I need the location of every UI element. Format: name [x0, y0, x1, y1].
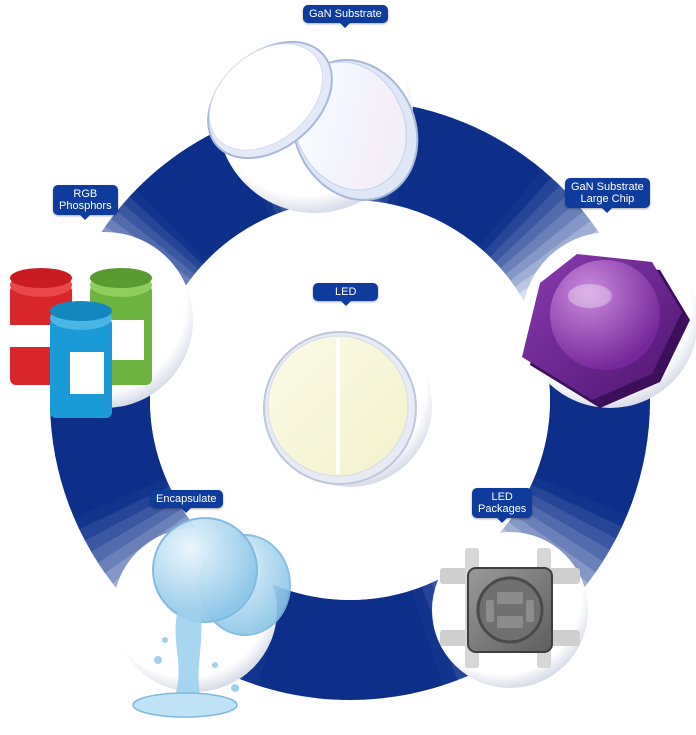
wafer-icon	[207, 40, 419, 202]
ring-segment-slice	[359, 598, 382, 700]
ring-segment-slice	[410, 586, 458, 686]
ring-segment-slice	[425, 121, 475, 219]
ring-segment-slice	[410, 113, 454, 213]
ring-segment-slice	[513, 507, 604, 574]
ring-segment-slice	[157, 163, 228, 247]
ring-segment-slice	[478, 169, 553, 253]
ring-segment-slice	[500, 202, 585, 276]
hexagon-chip-icon	[522, 254, 690, 408]
ring-segment-slice	[110, 209, 196, 280]
ring-segment-slice	[149, 169, 223, 251]
ring-segment-slice	[459, 148, 526, 238]
ring-segment-slice	[172, 151, 238, 239]
ring-segment-slice	[549, 408, 650, 428]
ring-segment-slice	[489, 185, 570, 264]
ring-segment-slice	[400, 590, 443, 691]
ring-segment-slice	[369, 597, 397, 699]
ring-segment-slice	[317, 598, 340, 700]
ring-segment-slice	[505, 211, 592, 282]
ring-segment-slice	[518, 500, 610, 563]
ring-segment-slice	[542, 443, 643, 480]
liquid-pour-icon	[132, 517, 291, 718]
ring-segment-slice	[301, 597, 330, 699]
ring-segment-slice	[78, 485, 174, 541]
ring-segment-slice	[60, 453, 161, 494]
ring-segment-slice	[255, 589, 299, 690]
encapsulate-node	[113, 517, 291, 718]
ring-segment-slice	[136, 181, 213, 260]
ring-segment-slice	[439, 131, 496, 226]
ring-segment-slice	[380, 595, 413, 697]
ring-segment-slice	[53, 428, 154, 457]
ring-segment-slice	[142, 175, 218, 256]
ring-segment-slice	[446, 136, 506, 230]
blue-jar	[50, 301, 112, 418]
ring-segment-slice	[548, 417, 649, 441]
ring-segment-slice	[452, 142, 516, 234]
ring-segment-slice	[530, 476, 628, 529]
label-gan-substrate: GaN Substrate	[303, 5, 388, 28]
ring-segment-slice	[495, 193, 577, 270]
phosphor-jars-icon	[10, 268, 152, 418]
rgb-phosphors-node	[10, 232, 193, 418]
ring-segment-slice	[417, 117, 464, 216]
label-led-packages: LED Packages	[472, 488, 533, 523]
ring-segment-slice	[196, 136, 254, 229]
ring-segment-slice	[64, 461, 163, 506]
label-encapsulate: Encapsulate	[150, 490, 223, 513]
ring-segment-slice	[116, 202, 200, 275]
ring-segment-slice	[522, 492, 617, 552]
ring-segment-slice	[180, 146, 243, 236]
ring-segment-slice	[73, 477, 170, 530]
ring-segment-slice	[402, 110, 443, 210]
ring-segment-slice	[472, 162, 544, 248]
label-large-chip: GaN Substrate Large Chip	[565, 178, 650, 213]
ring-segment-slice	[68, 469, 167, 518]
ring-segment-slice	[90, 500, 182, 563]
ring-segment-slice	[51, 420, 153, 445]
ring-segment-slice	[129, 188, 209, 265]
ring-segment-slice	[123, 195, 204, 270]
ring-segment-slice	[204, 132, 260, 226]
ring-segment-slice	[55, 436, 156, 470]
ring-segment-slice	[526, 484, 622, 540]
ring-segment-slice	[546, 426, 648, 454]
ring-segment-slice	[534, 468, 632, 517]
ring-segment-slice	[484, 177, 561, 258]
gan-substrate-node	[207, 17, 419, 213]
ring-segment-slice	[348, 599, 366, 701]
ring-segment-slice	[188, 141, 249, 232]
ring-segment-slice	[465, 155, 535, 243]
ring-segment-slice	[432, 126, 486, 222]
ring-segment-slice	[545, 434, 646, 467]
ring-segment-slice	[97, 507, 187, 574]
large-chip-node	[522, 232, 696, 408]
label-led: LED	[313, 283, 379, 306]
ring-segment-slice	[164, 157, 233, 243]
ring-segment-slice	[390, 593, 428, 694]
ring-segment-slice	[57, 445, 158, 482]
label-rgb-phosphors: RGB Phosphors	[53, 185, 118, 220]
ring-segment-slice	[537, 460, 637, 505]
led-lens-icon	[263, 331, 417, 485]
led-packages-node	[432, 532, 588, 688]
led-package-icon	[440, 548, 580, 668]
led-center-node	[263, 323, 432, 487]
ring-segment-slice	[270, 592, 309, 694]
ring-segment-slice	[286, 595, 319, 697]
ring-segment-slice	[540, 451, 640, 492]
